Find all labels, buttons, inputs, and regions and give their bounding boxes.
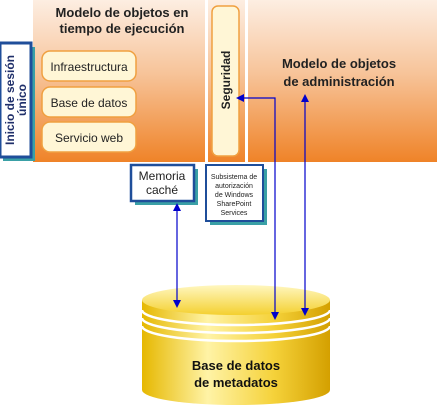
cache-label-line-2: caché [146,183,178,197]
arrow-security-to-database [236,94,279,320]
authorization-subsystem-box: Subsistema de autorización de Windows Sh… [205,164,267,225]
infrastructure-box: Infraestructura [41,50,137,82]
security-panel: Seguridad [205,0,248,162]
web-service-box: Servicio web [41,121,137,153]
authz-line-5: Services [221,210,248,217]
admin-title-line-2: de administración [283,74,394,89]
database-box-label: Base de datos [51,96,128,110]
single-sign-on-box: Inicio de sesión único [0,41,35,161]
database-box: Base de datos [41,86,137,118]
web-service-label: Servicio web [55,131,123,145]
sso-label-line-2: único [15,84,29,116]
security-label: Seguridad [219,51,233,110]
authz-line-1: Subsistema de [211,174,257,181]
runtime-title-line-1: Modelo de objetos en [56,5,189,20]
authz-line-4: SharePoint [217,201,252,208]
authz-line-2: autorización [215,183,253,190]
database-label-line-2: de metadatos [194,375,278,390]
cache-label-line-1: Memoria [139,169,186,183]
infrastructure-label: Infraestructura [50,60,128,74]
runtime-object-model-panel: Modelo de objetos en tiempo de ejecución… [33,0,205,162]
sso-label-line-1: Inicio de sesión [3,55,17,145]
administration-object-model-panel: Modelo de objetos de administración [248,0,437,162]
authz-line-3: de Windows [215,192,254,199]
connector-arrows [173,94,309,320]
runtime-title-line-2: tiempo de ejecución [60,21,185,36]
admin-title-line-1: Modelo de objetos [282,56,396,71]
database-label-line-1: Base de datos [192,358,280,373]
metadata-database-cylinder: Base de datos de metadatos [140,285,332,405]
cache-box: Memoria caché [129,163,198,205]
